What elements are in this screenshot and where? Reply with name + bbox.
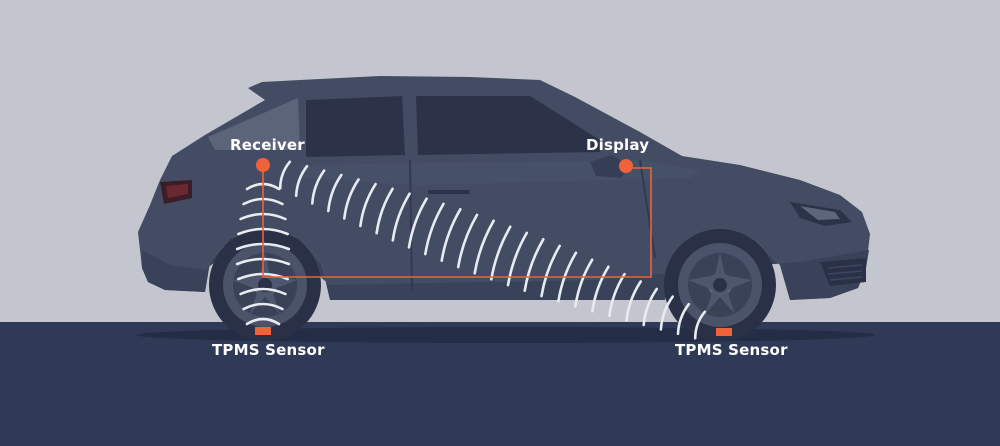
- receiver-node: [256, 158, 270, 172]
- grille-lines: [827, 264, 863, 281]
- wave-diagonal: [523, 238, 545, 292]
- wave-diagonal: [456, 213, 479, 269]
- wave-diagonal: [540, 244, 561, 298]
- wave-diagonal: [327, 173, 343, 213]
- wave-diagonal: [659, 295, 674, 331]
- wave-rear: [245, 317, 281, 326]
- front-wheel: [664, 229, 776, 341]
- wire-receiver-to-display: [262, 166, 652, 278]
- display-node: [619, 159, 633, 173]
- wave-rear: [242, 302, 284, 311]
- headlight-inner: [800, 206, 840, 220]
- wave-diagonal: [359, 182, 377, 228]
- wave-diagonal: [591, 265, 610, 313]
- rear-window: [208, 98, 300, 150]
- wave-diagonal: [294, 164, 309, 198]
- wave-diagonal: [642, 287, 658, 327]
- wave-rear: [239, 287, 287, 296]
- front-side-window: [416, 96, 600, 155]
- sensor-front-label: TPMS Sensor: [675, 341, 788, 359]
- rear-side-window: [306, 96, 405, 157]
- sensor-rear-label: TPMS Sensor: [212, 341, 325, 359]
- display-label: Display: [586, 136, 650, 154]
- door-line-rear: [409, 159, 413, 291]
- wave-diagonal: [490, 225, 512, 281]
- rear-wheel: [209, 229, 321, 341]
- wave-diagonal: [343, 178, 360, 220]
- wave-diagonal: [391, 192, 411, 242]
- wave-diagonal: [440, 208, 462, 262]
- wave-diagonal: [424, 202, 445, 256]
- receiver-label: Receiver: [230, 136, 305, 154]
- taillight-glow: [166, 184, 188, 198]
- side-mirror: [590, 155, 628, 178]
- wave-diagonal: [407, 197, 428, 249]
- wave-diagonal: [574, 258, 594, 308]
- wave-diagonal: [676, 302, 691, 336]
- wave-diagonal: [625, 280, 642, 322]
- wave-diagonal: [693, 310, 707, 340]
- door-line-front: [639, 159, 656, 259]
- sensor-front-marker: [716, 328, 732, 336]
- wave-diagonal: [311, 169, 326, 205]
- wave-diagonal: [278, 160, 292, 190]
- wave-diagonal: [473, 219, 495, 275]
- wave-diagonal: [557, 251, 578, 303]
- wave-diagonal: [506, 231, 529, 287]
- sensor-rear-marker: [255, 327, 271, 335]
- wave-diagonal: [375, 187, 394, 235]
